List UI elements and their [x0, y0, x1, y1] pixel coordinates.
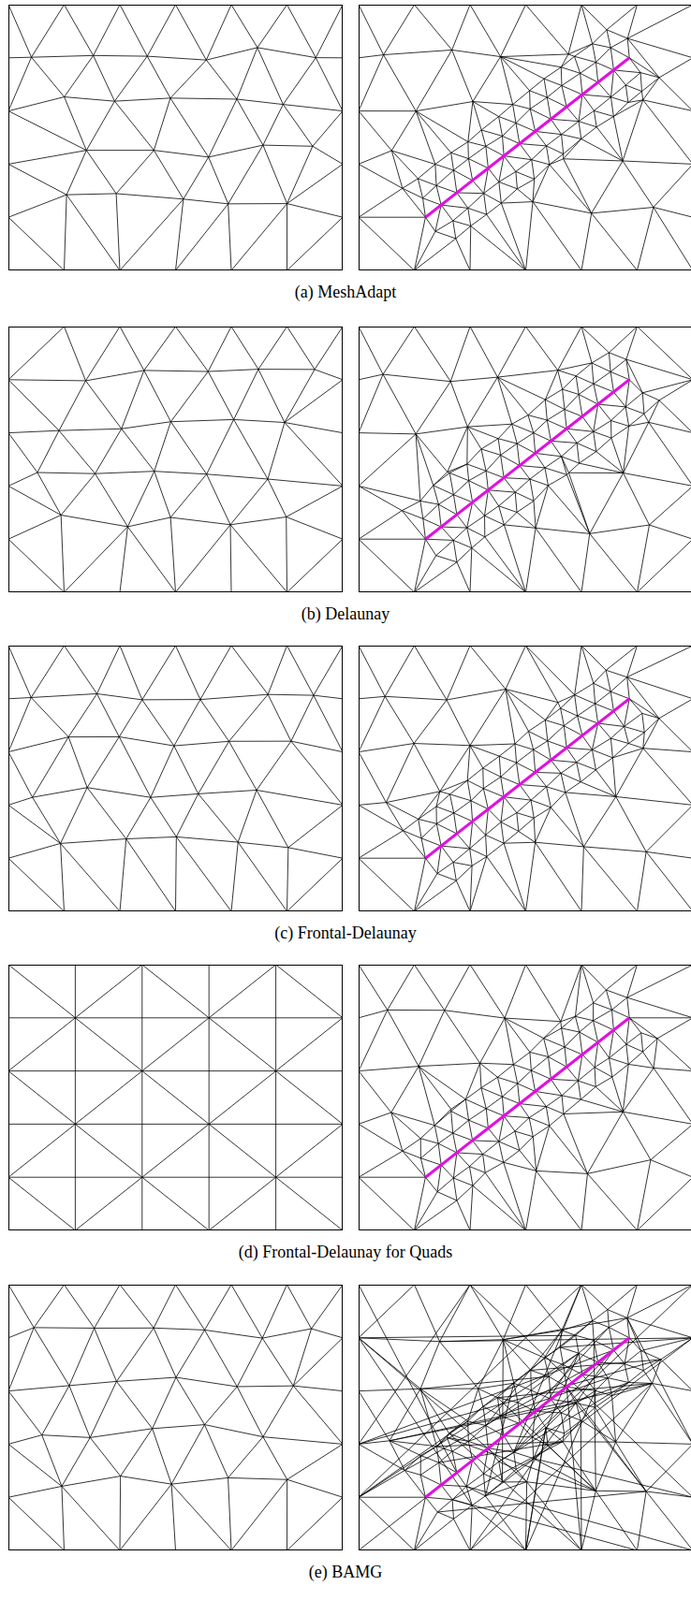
- tangled-edge: [358, 1336, 576, 1339]
- tangled-edge: [468, 1382, 629, 1442]
- subfigure-caption: (e) BAMG: [308, 1563, 383, 1584]
- crack-line: [425, 699, 630, 859]
- subfigure-caption: (d) Frontal-Delaunay for Quads: [238, 1243, 453, 1264]
- panel-border: [9, 1286, 343, 1552]
- mesh-edges: [358, 965, 691, 1232]
- tangled-edge: [566, 1387, 582, 1552]
- crack-line: [425, 380, 630, 540]
- tangled-edge: [485, 1338, 691, 1498]
- mesh-edges: [8, 1285, 343, 1552]
- panel-border: [9, 5, 343, 271]
- tangled-edge: [526, 1428, 546, 1552]
- tangled-edge: [566, 1387, 647, 1493]
- tangled-edge: [358, 1338, 472, 1507]
- subfigure-caption: (a) MeshAdapt: [294, 282, 397, 303]
- panel-border: [359, 5, 691, 271]
- tangled-edge: [575, 1404, 647, 1493]
- mesh-panel: [358, 646, 691, 912]
- mesh-panel: [8, 646, 343, 912]
- tangled-edge: [497, 1398, 596, 1493]
- mesh-panel: [358, 965, 691, 1232]
- panel-border: [359, 646, 691, 912]
- tangled-edge: [358, 1285, 457, 1474]
- crack-line: [425, 58, 630, 218]
- tangled-edge: [452, 1500, 637, 1552]
- tangled-edge: [437, 1492, 647, 1514]
- tangled-edge: [502, 1318, 627, 1340]
- tangled-edge: [449, 1434, 582, 1552]
- mesh-panel: [8, 965, 343, 1232]
- tangled-edge: [404, 1363, 598, 1471]
- tangled-edge: [466, 1487, 691, 1552]
- mesh-edges: [8, 4, 343, 271]
- mesh-edges: [358, 4, 691, 271]
- mesh-edges: [358, 1285, 691, 1552]
- tangled-edge: [358, 1422, 469, 1499]
- tangled-edge: [358, 1353, 579, 1499]
- mesh-panel: [8, 326, 343, 593]
- mesh-panel: [8, 4, 343, 271]
- mesh-edges: [8, 965, 343, 1232]
- panel-border: [9, 966, 343, 1232]
- mesh-edges: [8, 646, 343, 912]
- subfigure-caption: (b) Delaunay: [301, 604, 390, 625]
- panel-border: [359, 966, 691, 1232]
- tangled-edge: [470, 1383, 653, 1552]
- tangled-edge: [526, 1428, 546, 1552]
- mesh-edges: [358, 646, 691, 912]
- tangled-edge: [501, 1340, 504, 1484]
- mesh-panel: [8, 1285, 343, 1552]
- panel-border: [359, 327, 691, 593]
- tangled-edge: [497, 1383, 652, 1398]
- crack-line: [425, 1338, 630, 1499]
- crack-line: [425, 1018, 630, 1178]
- tangled-edge: [436, 1442, 563, 1448]
- tangled-edge: [358, 1338, 528, 1484]
- mesh-edges: [358, 326, 691, 593]
- tangled-edge: [499, 1382, 630, 1463]
- panel-border: [359, 1286, 691, 1552]
- tangled-edge: [452, 1442, 563, 1501]
- panel-border: [9, 646, 343, 912]
- panel-border: [9, 327, 343, 593]
- tangled-edge: [358, 1351, 614, 1445]
- tangled-edge: [532, 1285, 691, 1439]
- mesh-panel: [358, 4, 691, 271]
- subfigure-caption: (c) Frontal-Delaunay: [274, 924, 416, 944]
- tangled-edge: [440, 1338, 691, 1343]
- mesh-panel: [358, 1285, 691, 1552]
- tangled-edge: [420, 1377, 549, 1390]
- mesh-panel: [358, 326, 691, 593]
- mesh-edges: [8, 326, 343, 593]
